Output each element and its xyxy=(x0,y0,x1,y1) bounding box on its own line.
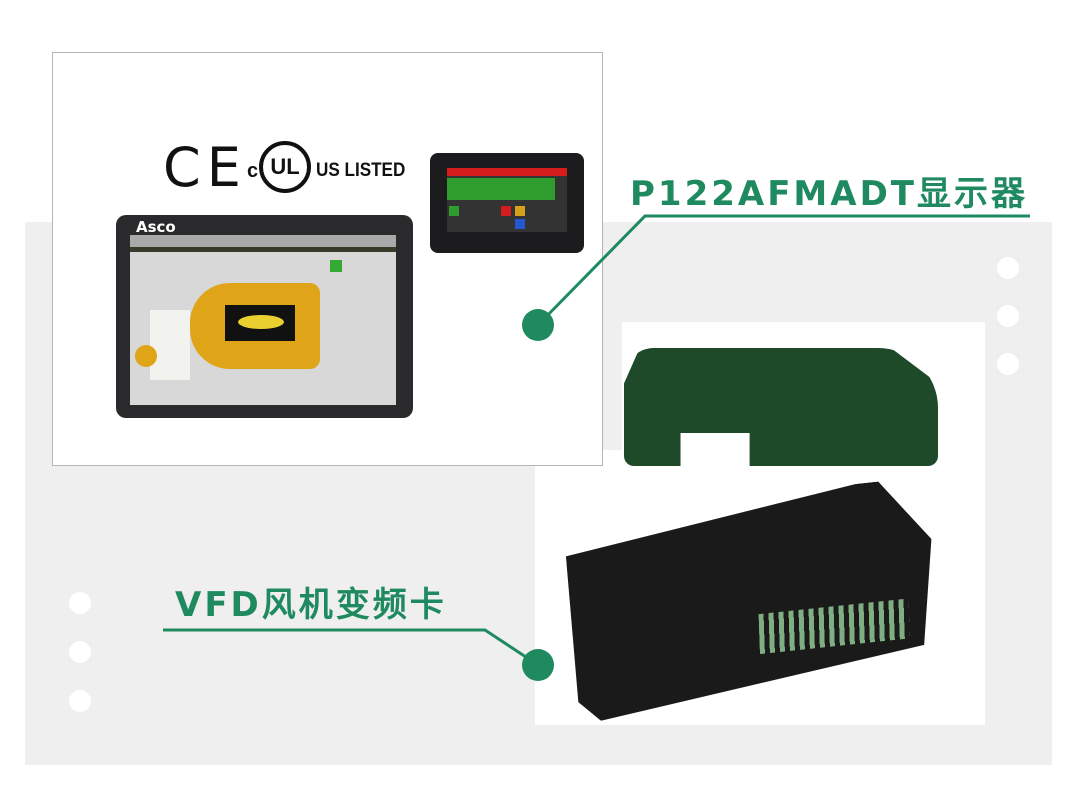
us-listed-mark: US LISTED xyxy=(316,160,406,181)
display-callout-line xyxy=(536,214,1030,327)
decor-dot xyxy=(69,592,91,614)
vfd-callout-line xyxy=(163,628,539,667)
display-pcb-image xyxy=(624,348,938,466)
vfd-card-label: VFD风机变频卡 xyxy=(175,585,447,625)
decor-dot xyxy=(997,353,1019,375)
display-screen xyxy=(447,168,567,232)
p122-display xyxy=(430,153,584,253)
asco-logo: Asco xyxy=(136,218,176,236)
display-callout-dot xyxy=(522,309,554,341)
vfd-callout-dot xyxy=(522,649,554,681)
ce-mark: CE xyxy=(163,136,247,199)
c-mark: c xyxy=(247,160,259,182)
tablet-screen xyxy=(130,235,396,405)
decor-dot xyxy=(997,257,1019,279)
asco-tablet: Asco xyxy=(116,215,413,418)
ul-mark: UL xyxy=(259,141,311,193)
decor-dot xyxy=(997,305,1019,327)
decor-dot xyxy=(69,641,91,663)
decor-dot xyxy=(69,690,91,712)
display-label: P122AFMADT显示器 xyxy=(630,174,1028,214)
